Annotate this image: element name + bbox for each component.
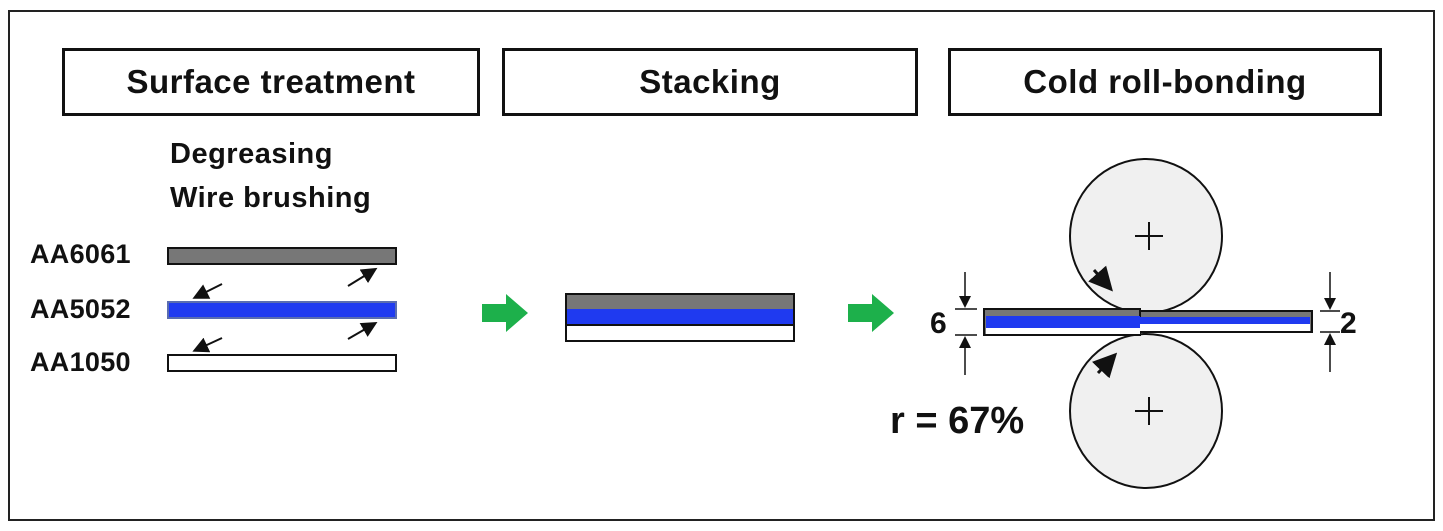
stack-aa6061 — [565, 293, 795, 311]
brush-arrow-icon — [192, 337, 223, 353]
sheet-aa1050 — [167, 354, 397, 372]
roll-center-icon — [1135, 222, 1163, 250]
stack-aa1050 — [565, 324, 795, 342]
strip-clad-bottom-entry — [986, 328, 1140, 334]
rotation-arrow-icon — [1091, 352, 1118, 379]
final-thickness-label: 2 — [1340, 307, 1357, 340]
alloy-label-aa5052: AA5052 — [30, 294, 131, 324]
rotation-arrow-icon — [1088, 265, 1113, 292]
step-stacking-label: Stacking — [639, 63, 781, 100]
step-surface-treatment: Surface treatment — [62, 48, 480, 116]
treatment-wire-brushing: Wire brushing — [170, 182, 372, 214]
strip-core-exit — [1140, 317, 1310, 324]
alloy-label-aa1050: AA1050 — [30, 347, 131, 377]
sheet-aa6061 — [167, 247, 397, 265]
roll-center-icon — [1135, 397, 1163, 425]
step-stacking: Stacking — [502, 48, 918, 116]
reduction-ratio-label: r = 67% — [890, 400, 1025, 442]
brush-arrow-icon — [347, 322, 378, 340]
brush-arrow-icon — [347, 267, 378, 287]
process-arrow-icon — [848, 294, 894, 332]
step-cold-roll-bonding-label: Cold roll-bonding — [1023, 63, 1307, 100]
stack-outline — [565, 293, 795, 342]
stack-aa5052 — [566, 309, 794, 325]
process-arrow-icon — [482, 294, 528, 332]
sheet-aa5052 — [167, 301, 397, 319]
step-cold-roll-bonding: Cold roll-bonding — [948, 48, 1382, 116]
strip-core-entry — [986, 316, 1140, 328]
treatment-degreasing: Degreasing — [170, 138, 333, 170]
alloy-label-aa6061: AA6061 — [30, 239, 131, 269]
brush-arrow-icon — [192, 283, 223, 299]
strip-clad-bottom-exit — [1140, 324, 1310, 331]
step-surface-treatment-label: Surface treatment — [126, 63, 416, 100]
initial-thickness-label: 6 — [930, 307, 947, 340]
